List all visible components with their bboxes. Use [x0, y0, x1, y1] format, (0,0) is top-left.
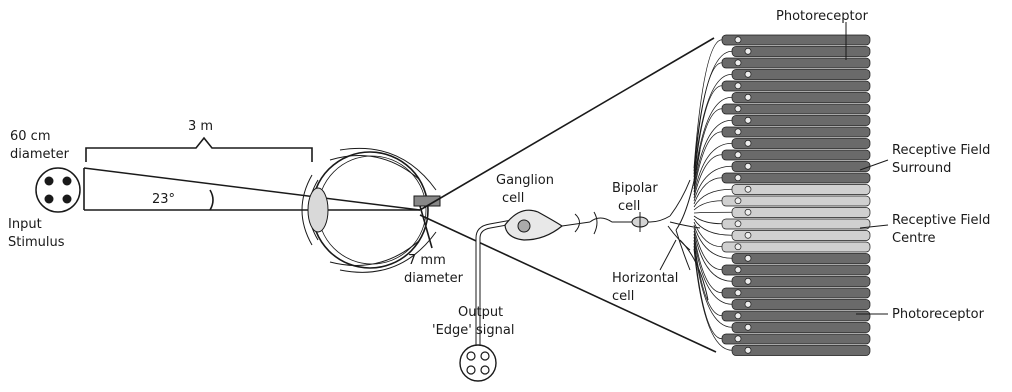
synapse-fiber	[694, 212, 732, 213]
photoreceptor-nucleus	[745, 94, 751, 100]
photoreceptor-rod	[722, 81, 870, 91]
label-ganglion-line1: Ganglion	[496, 173, 554, 188]
photoreceptor-nucleus	[745, 324, 751, 330]
photoreceptor-nucleus	[745, 278, 751, 284]
photoreceptor-rod	[722, 196, 870, 206]
photoreceptor-rod	[732, 93, 870, 103]
label-input-line1: Input	[8, 217, 42, 232]
synapse-fiber	[694, 201, 722, 210]
photoreceptor-nucleus	[735, 106, 741, 112]
photoreceptor-nucleus	[735, 290, 741, 296]
photoreceptor-nucleus	[745, 163, 751, 169]
photoreceptor-rod	[732, 185, 870, 195]
label-output-line1: Output	[458, 305, 503, 320]
photoreceptor-rod	[732, 162, 870, 172]
photoreceptor-nucleus	[735, 336, 741, 342]
photoreceptor-nucleus	[735, 175, 741, 181]
photoreceptor-rod	[722, 35, 870, 45]
synapse-fiber	[694, 225, 732, 258]
label-retina-line2: diameter	[404, 271, 464, 286]
label-horizontal-line2: cell	[612, 289, 634, 304]
photoreceptor-rod	[732, 231, 870, 241]
photoreceptor-array	[694, 35, 870, 356]
photoreceptor-rod	[732, 254, 870, 264]
photoreceptor-rod	[732, 323, 870, 333]
label-input-line2: Stimulus	[8, 235, 65, 250]
photoreceptor-nucleus	[745, 71, 751, 77]
photoreceptor-rod	[722, 173, 870, 183]
label-angle: 23°	[152, 192, 175, 207]
label-ganglion-line2: cell	[502, 191, 524, 206]
projection-lines	[84, 168, 420, 210]
photoreceptor-rod	[722, 242, 870, 252]
photoreceptor-rod	[732, 116, 870, 126]
label-distance: 3 m	[188, 119, 213, 134]
photoreceptor-nucleus	[735, 267, 741, 273]
photoreceptor-rod	[732, 208, 870, 218]
photoreceptor-nucleus	[735, 129, 741, 135]
photoreceptor-nucleus	[735, 313, 741, 319]
photoreceptor-nucleus	[735, 198, 741, 204]
photoreceptor-rod	[732, 346, 870, 356]
input-stimulus	[36, 168, 80, 212]
label-surround-line1: Receptive Field	[892, 143, 990, 158]
photoreceptor-nucleus	[735, 83, 741, 89]
label-horizontal-line1: Horizontal	[612, 271, 678, 286]
label-bipolar-line1: Bipolar	[612, 181, 658, 196]
photoreceptor-nucleus	[745, 232, 751, 238]
photoreceptor-rod	[732, 277, 870, 287]
photoreceptor-nucleus	[745, 301, 751, 307]
photoreceptor-nucleus	[735, 60, 741, 66]
photoreceptor-rod	[732, 139, 870, 149]
label-retina-line1: 7 mm	[408, 253, 446, 268]
photoreceptor-nucleus	[745, 117, 751, 123]
photoreceptor-nucleus	[745, 48, 751, 54]
photoreceptor-nucleus	[745, 186, 751, 192]
label-output-line2: 'Edge' signal	[432, 323, 514, 338]
photoreceptor-rod	[722, 58, 870, 68]
photoreceptor-rod	[732, 47, 870, 57]
label-size-line2: diameter	[10, 147, 70, 162]
label-bipolar-line2: cell	[618, 199, 640, 214]
photoreceptor-nucleus	[745, 347, 751, 353]
photoreceptor-nucleus	[735, 244, 741, 250]
distance-bracket	[86, 138, 312, 162]
photoreceptor-nucleus	[735, 37, 741, 43]
label-centre-line2: Centre	[892, 231, 935, 246]
photoreceptor-nucleus	[745, 209, 751, 215]
photoreceptor-rod	[722, 150, 870, 160]
photoreceptor-rod	[722, 288, 870, 298]
photoreceptor-rod	[722, 311, 870, 321]
photoreceptor-rod	[722, 265, 870, 275]
output-signal	[460, 345, 496, 381]
label-photoreceptor-bottom: Photoreceptor	[892, 307, 985, 322]
photoreceptor-rod	[732, 70, 870, 80]
synapse-fiber	[694, 216, 722, 224]
label-size-line1: 60 cm	[10, 129, 51, 144]
photoreceptor-rod	[732, 300, 870, 310]
label-surround-line2: Surround	[892, 161, 951, 176]
label-centre-line1: Receptive Field	[892, 213, 990, 228]
photoreceptor-rod	[722, 334, 870, 344]
photoreceptor-rod	[722, 127, 870, 137]
photoreceptor-nucleus	[745, 140, 751, 146]
photoreceptor-nucleus	[745, 255, 751, 261]
photoreceptor-nucleus	[735, 152, 741, 158]
photoreceptor-rod	[722, 104, 870, 114]
photoreceptor-rod	[722, 219, 870, 229]
photoreceptor-nucleus	[735, 221, 741, 227]
label-photoreceptor-top: Photoreceptor	[776, 9, 869, 24]
